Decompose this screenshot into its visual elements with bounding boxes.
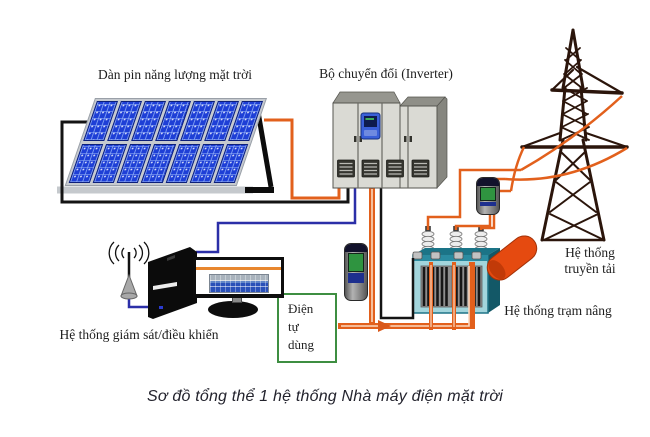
flow-arrow xyxy=(378,320,391,332)
vent-grille xyxy=(361,159,380,178)
pc-tower xyxy=(148,247,197,319)
control-wire-inverter-pc xyxy=(196,185,357,254)
label-transmission: Hệ thống truyền tải xyxy=(564,245,616,276)
antenna-cone-base xyxy=(120,292,138,300)
pc-drive-slot xyxy=(153,282,177,290)
transformer-top-strip xyxy=(413,255,488,261)
hv-span-3 xyxy=(509,146,526,192)
dc-positive-wire xyxy=(264,118,341,200)
meter-cap xyxy=(477,178,499,186)
monitor-banner xyxy=(196,267,281,270)
self-consumption-box: Điện tự dùng xyxy=(277,293,337,363)
label-monitoring: Hệ thống giám sát/điều khiển xyxy=(59,327,219,342)
meter-cap xyxy=(345,244,367,252)
transmission-tower xyxy=(520,28,629,242)
monitor-base xyxy=(208,301,258,318)
hv-span-1 xyxy=(520,95,623,172)
vent-grille xyxy=(336,159,356,178)
solar-panel-array xyxy=(64,98,267,186)
label-inverter: Bộ chuyển đổi (Inverter) xyxy=(319,66,453,81)
cabinet-side-face xyxy=(436,96,448,189)
signal-waves-icon xyxy=(108,241,150,265)
cabinet-top-face-left xyxy=(332,91,401,104)
pc-power-led xyxy=(159,306,163,309)
door-handles xyxy=(354,136,412,142)
diagram-caption: Sơ đồ tổng thể 1 hệ thống Nhà máy điện m… xyxy=(146,388,504,405)
vent-grille xyxy=(411,159,430,178)
conservator-tank xyxy=(486,235,538,281)
antenna xyxy=(108,241,150,300)
inverter-cabinet xyxy=(332,91,448,189)
cabinet-top-face-right xyxy=(399,96,446,107)
hv-wire-1 xyxy=(426,168,521,230)
hv-wires xyxy=(426,95,628,230)
meter-device xyxy=(344,243,368,301)
inverter-control-panel xyxy=(360,112,381,140)
hv-span-2 xyxy=(504,146,628,181)
ac-neutral-wire xyxy=(379,185,415,320)
label-solar-panel: Dàn pin năng lượng mặt trời xyxy=(98,67,252,82)
meter-band xyxy=(480,202,496,206)
meter-screen xyxy=(480,187,496,201)
radiator-fins xyxy=(420,265,483,308)
meter-band xyxy=(348,273,364,283)
vent-grille xyxy=(385,159,405,178)
lv-bushing-caps xyxy=(412,251,482,260)
monitor xyxy=(193,257,284,298)
door-dividers xyxy=(357,103,409,188)
label-transformer: Hệ thống trạm nâng xyxy=(504,303,612,318)
monitor-solar-photo xyxy=(209,274,269,293)
meter-screen xyxy=(348,253,364,272)
step-up-transformer xyxy=(412,225,538,314)
meter-device xyxy=(476,177,500,215)
dc-negative-wire xyxy=(60,120,350,204)
pc-detail xyxy=(167,255,175,261)
